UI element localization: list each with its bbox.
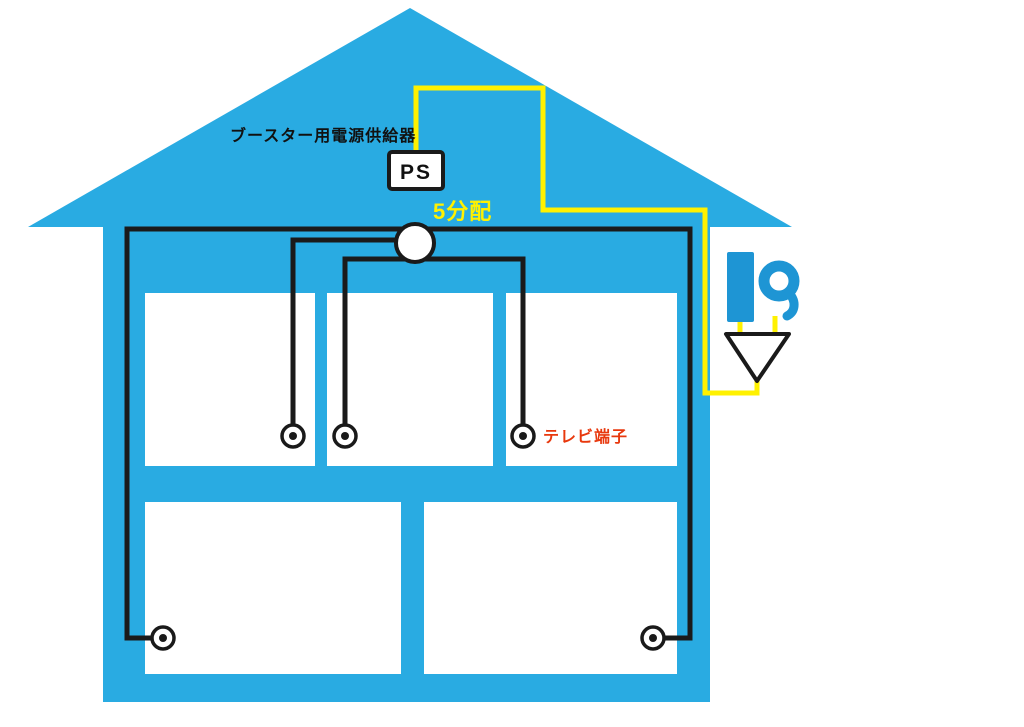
distribution-cable-room-top-middle bbox=[342, 256, 415, 427]
power-supply-box bbox=[387, 150, 445, 191]
tv-terminal bbox=[332, 423, 358, 449]
tv-terminal bbox=[510, 423, 536, 449]
terminal-dot-icon bbox=[159, 634, 167, 642]
distribution-cable-room-top-right bbox=[415, 256, 526, 427]
room-bottom-right bbox=[424, 502, 677, 674]
coax-cable-antenna-to-ps bbox=[413, 85, 760, 396]
tv-terminal-label: テレビ端子 bbox=[543, 427, 628, 446]
tv-terminal bbox=[640, 625, 666, 651]
antenna-mixer-icon bbox=[724, 332, 791, 383]
splitter-5way bbox=[394, 222, 436, 264]
room-bottom-left bbox=[145, 502, 401, 674]
bs-antenna-icon bbox=[727, 252, 754, 322]
house-roof bbox=[28, 8, 792, 227]
terminal-dot-icon bbox=[519, 432, 527, 440]
terminal-dot-icon bbox=[341, 432, 349, 440]
terminal-dot-icon bbox=[289, 432, 297, 440]
power-supply-box-label: PS bbox=[400, 161, 432, 184]
splitter-label: 5分配 bbox=[433, 199, 492, 224]
tv-terminal bbox=[280, 423, 306, 449]
distribution-cable-room-top-left bbox=[290, 237, 415, 427]
booster-power-supply-label: ブースター用電源供給器 bbox=[230, 126, 416, 145]
dish-antenna-tail-icon bbox=[782, 288, 799, 321]
dish-antenna-icon bbox=[758, 260, 800, 302]
terminal-dot-icon bbox=[649, 634, 657, 642]
tv-terminal bbox=[150, 625, 176, 651]
